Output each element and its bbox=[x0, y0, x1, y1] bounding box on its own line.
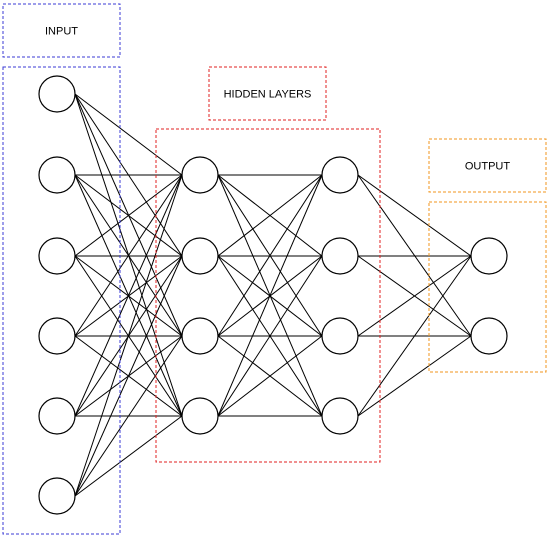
connection-hidden-2-4-to-output-1 bbox=[357, 255, 472, 417]
connection-input-1-to-hidden-1-1 bbox=[74, 93, 183, 176]
connection-hidden-2-1-to-output-1 bbox=[357, 174, 472, 257]
hidden-layers-box bbox=[155, 128, 381, 463]
hidden-1-neuron-4 bbox=[181, 397, 219, 435]
input-neuron-5 bbox=[38, 397, 76, 435]
connection-hidden-1-4-to-hidden-2-1 bbox=[217, 174, 323, 417]
connection-input-5-to-hidden-1-1 bbox=[74, 174, 183, 417]
hidden-1-neuron-1 bbox=[181, 156, 219, 194]
output-neuron-1 bbox=[470, 237, 508, 275]
connection-hidden-1-2-to-hidden-2-1 bbox=[217, 174, 323, 257]
input-neuron-1 bbox=[38, 75, 76, 113]
input-label: INPUT bbox=[45, 26, 78, 38]
output-label: OUTPUT bbox=[465, 161, 511, 173]
connection-input-3-to-hidden-1-1 bbox=[74, 174, 183, 257]
connection-hidden-2-3-to-output-1 bbox=[357, 255, 472, 337]
connection-input-6-to-hidden-1-1 bbox=[74, 174, 183, 497]
output-layer-box bbox=[428, 201, 547, 373]
input-neuron-4 bbox=[38, 317, 76, 355]
input-layer-box bbox=[2, 66, 121, 535]
hidden-2-neuron-2 bbox=[321, 237, 359, 275]
hidden-2-neuron-1 bbox=[321, 156, 359, 194]
hidden-2-neuron-3 bbox=[321, 317, 359, 355]
hidden-1-neuron-3 bbox=[181, 317, 219, 355]
connection-input-6-to-hidden-1-3 bbox=[74, 335, 183, 497]
hidden-1-neuron-2 bbox=[181, 237, 219, 275]
hidden-2-neuron-4 bbox=[321, 397, 359, 435]
connections bbox=[74, 93, 472, 497]
input-neuron-6 bbox=[38, 477, 76, 515]
input-neuron-3 bbox=[38, 237, 76, 275]
connection-hidden-1-4-to-hidden-2-3 bbox=[217, 335, 323, 417]
connection-hidden-1-4-to-hidden-2-2 bbox=[217, 255, 323, 417]
connection-input-4-to-hidden-1-1 bbox=[74, 174, 183, 337]
connection-hidden-1-3-to-hidden-2-1 bbox=[217, 174, 323, 337]
output-neuron-2 bbox=[470, 317, 508, 355]
hidden-layers-label: HIDDEN LAYERS bbox=[224, 89, 312, 101]
connection-input-6-to-hidden-1-4 bbox=[74, 415, 183, 497]
input-neuron-2 bbox=[38, 156, 76, 194]
connection-input-6-to-hidden-1-2 bbox=[74, 255, 183, 497]
neurons bbox=[38, 75, 508, 515]
connection-hidden-2-4-to-output-2 bbox=[357, 335, 472, 417]
